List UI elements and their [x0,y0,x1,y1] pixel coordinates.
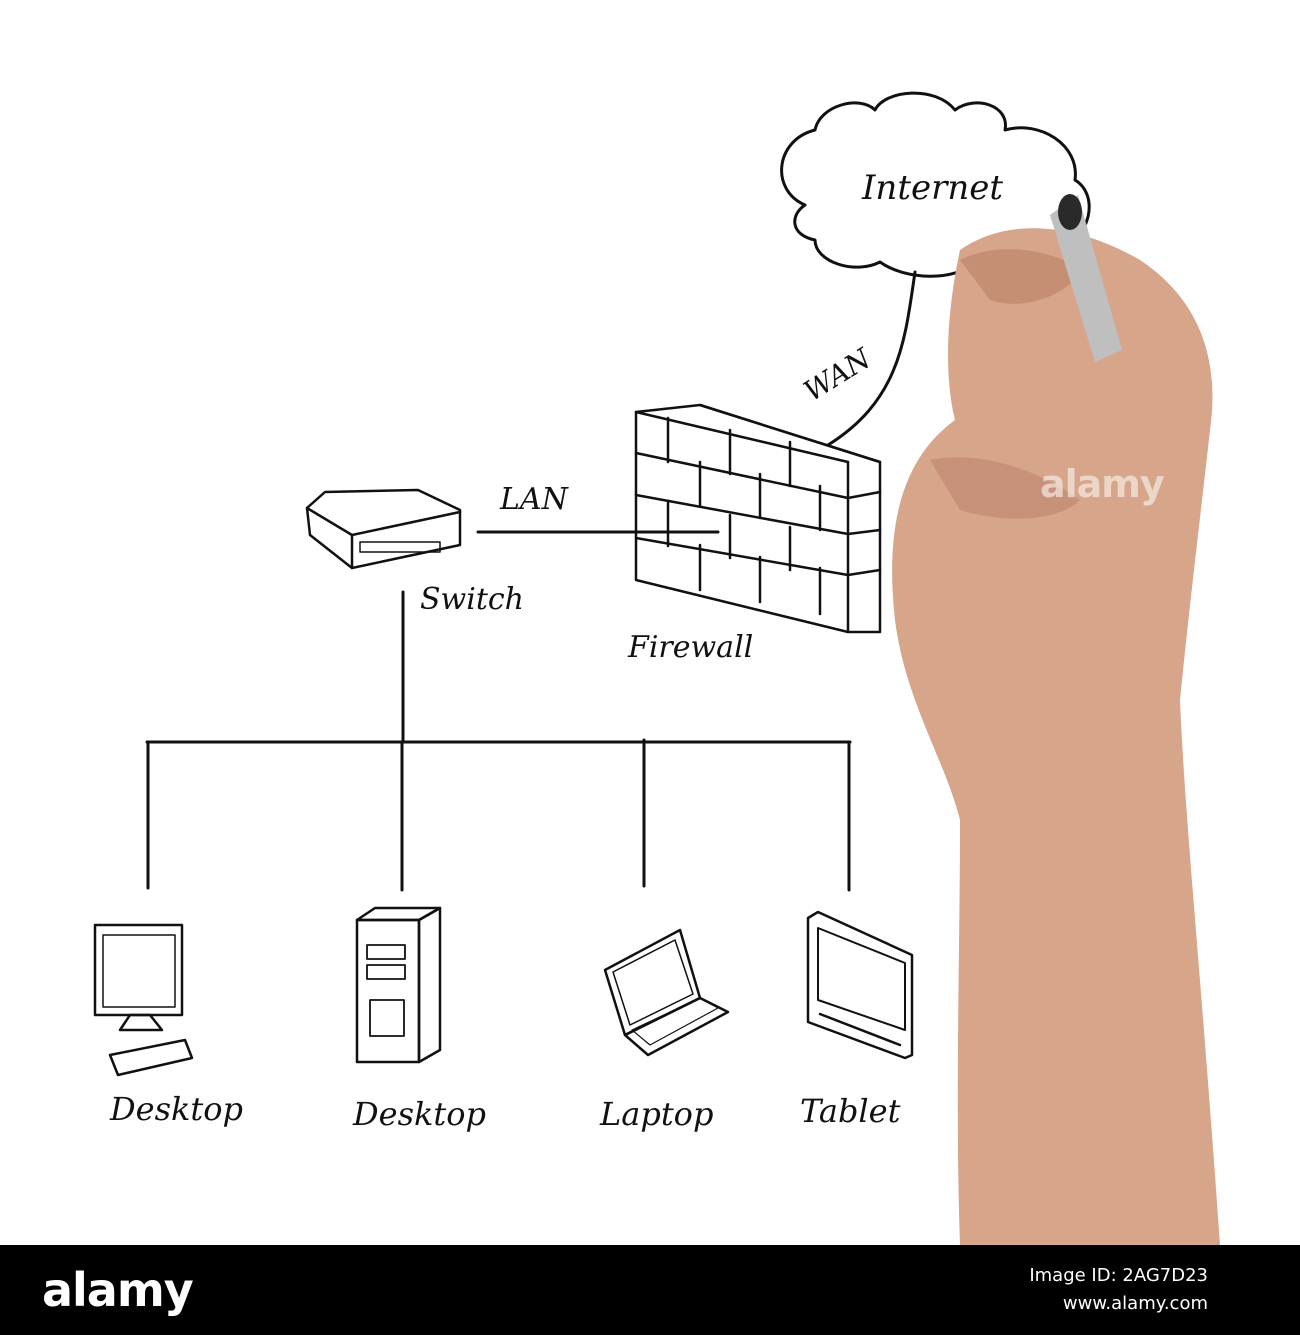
wan-link [826,270,917,447]
tablet-icon [806,910,914,1060]
laptop-icon [603,928,730,1057]
footer-bar: alamy Image ID: 2AG7D23 www.alamy.com [0,1245,1300,1335]
footer-logo: alamy [42,1263,194,1317]
hand-illustration [892,194,1220,1245]
image-id: Image ID: 2AG7D23 [1029,1265,1208,1286]
switch-icon [305,488,462,570]
device-label-desktop-1: Desktop [110,1090,244,1128]
watermark: alamy [1040,462,1165,506]
internet-label: Internet [862,168,1004,208]
lan-label: LAN [500,482,568,517]
network-diagram: Internet WAN LAN Switch Firewall Desktop… [93,91,1220,1245]
device-label-tablet: Tablet [800,1092,901,1130]
firewall-icon [634,403,882,634]
tower-icon [355,906,442,1064]
device-label-desktop-2: Desktop [353,1095,487,1133]
switch-label: Switch [420,582,525,617]
site-url: www.alamy.com [1062,1293,1208,1314]
device-label-laptop: Laptop [600,1095,714,1133]
cloud-icon [780,91,1091,278]
diagram-drawing [93,91,1220,1245]
firewall-label: Firewall [628,630,754,665]
monitor-icon [93,923,194,1077]
